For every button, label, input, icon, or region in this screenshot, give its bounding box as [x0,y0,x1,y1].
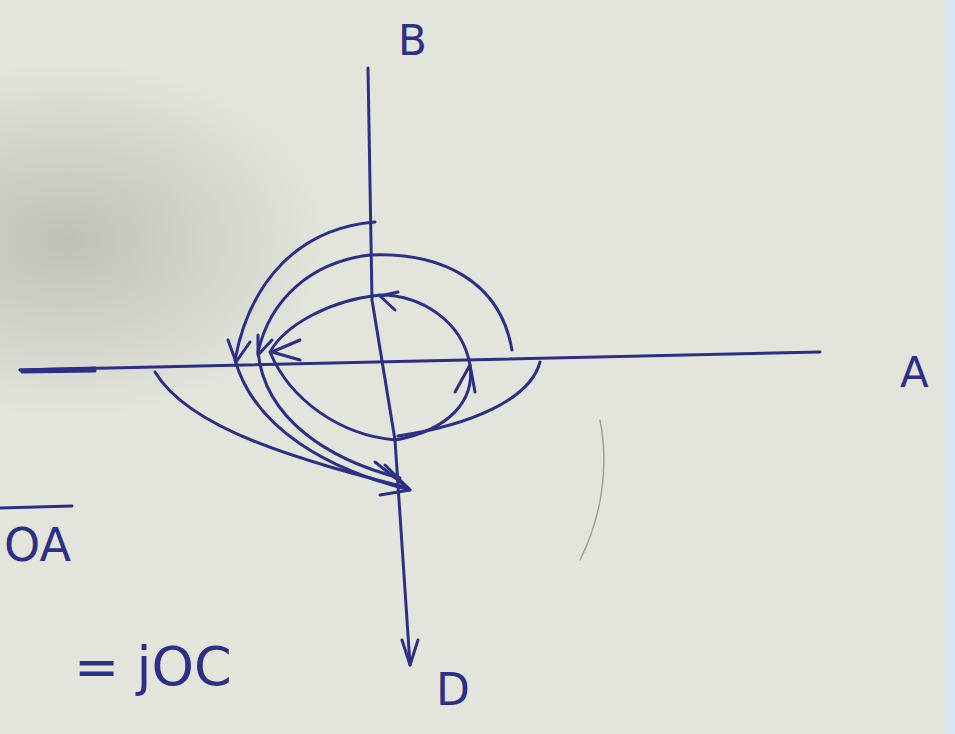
vertical-axis [368,68,410,665]
vector-label: OA [4,522,71,568]
inner-loop [270,295,471,440]
outer-loop [235,222,410,490]
arrow-head [258,335,272,355]
faint-mark [580,420,604,560]
arrow-head [272,340,300,360]
lower-sweep [155,372,408,488]
middle-loop [258,255,512,478]
overline [0,506,72,508]
axis-label: D [436,668,470,712]
axis-arrow [402,640,418,665]
axis-label: A [900,352,929,394]
equation: = jOC [74,640,232,694]
horizontal-axis [20,352,820,370]
arrow-head [380,292,398,310]
axis-label: B [398,20,427,62]
edge-strip [946,0,955,734]
right-arc [398,362,540,436]
lower-stroke [375,462,408,488]
axis-end [20,368,95,372]
arrow-head [228,340,250,362]
arrow-head [455,365,475,392]
